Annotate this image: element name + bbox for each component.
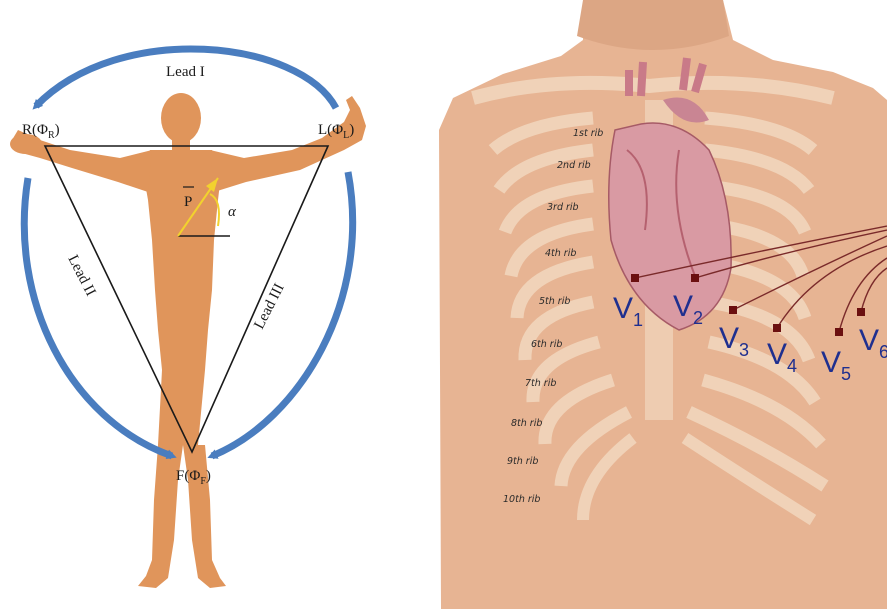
rib-label: 3rd rib xyxy=(547,202,579,213)
lead-ii-label: Lead II xyxy=(64,253,98,299)
rib-label: 9th rib xyxy=(507,456,538,467)
rib-label: 5th rib xyxy=(539,296,570,307)
einthoven-triangle-diagram: Lead I Lead II Lead III R(ΦR) L(ΦL) F(ΦF… xyxy=(0,0,425,609)
rib-label: 7th rib xyxy=(525,378,556,389)
lead-ii-arrow xyxy=(24,178,172,456)
electrode-v6 xyxy=(857,308,865,316)
einthoven-figure: Lead I Lead II Lead III R(ΦR) L(ΦL) F(ΦF… xyxy=(0,0,425,609)
rib-label: 4th rib xyxy=(545,248,576,259)
angle-alpha-label: α xyxy=(228,204,237,220)
human-silhouette xyxy=(10,93,366,588)
electrode-v2 xyxy=(691,274,699,282)
rib-label: 6th rib xyxy=(531,339,562,350)
rib-label: 8th rib xyxy=(511,418,542,429)
vector-p-label: P xyxy=(184,194,192,210)
precordial-leads-diagram: 1st rib 2nd rib 3rd rib 4th rib 5th rib … xyxy=(433,0,887,609)
electrode-v5 xyxy=(835,328,843,336)
lead-i-label: Lead I xyxy=(166,64,205,80)
rib-label: 10th rib xyxy=(503,494,540,505)
rib-label: 1st rib xyxy=(573,128,603,139)
chest-figure: 1st rib 2nd rib 3rd rib 4th rib 5th rib … xyxy=(433,0,887,609)
electrode-v3 xyxy=(729,306,737,314)
rib-label: 2nd rib xyxy=(557,160,591,171)
electrode-v1 xyxy=(631,274,639,282)
electrode-v4 xyxy=(773,324,781,332)
